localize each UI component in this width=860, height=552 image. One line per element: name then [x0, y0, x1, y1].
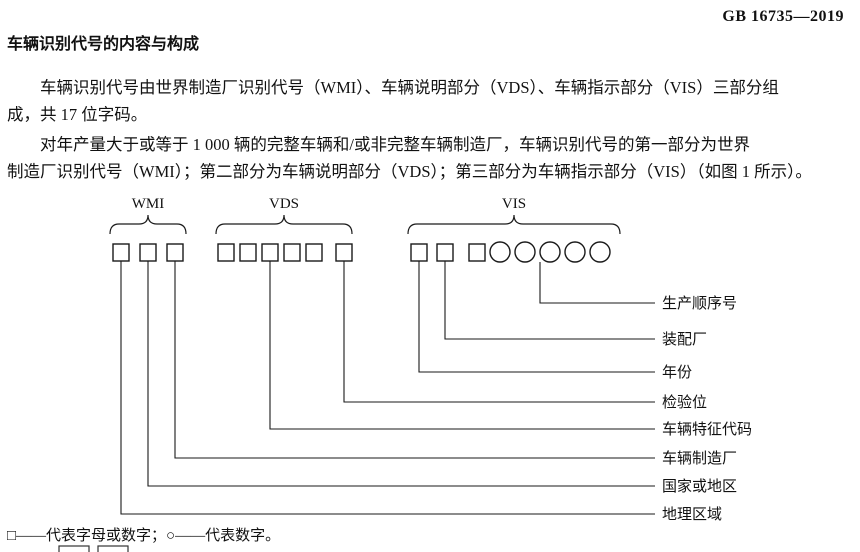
sequence-digit-circle: [539, 241, 561, 263]
wmi-group-label: WMI: [132, 196, 165, 212]
callout-label-assembly-plant: 装配厂: [662, 331, 707, 348]
callouts: 生产顺序号 装配厂 年份 检验位 车辆特征代码 车辆制造厂 国家或地区 地理区域: [120, 261, 752, 523]
paragraph-1: 车辆识别代号由世界制造厂识别代号（WMI）、车辆说明部分（VDS）、车辆指示部分…: [7, 74, 849, 128]
callout-line-assembly-plant: [444, 261, 655, 340]
sequence-digit-circle: [589, 241, 611, 263]
vds-group: VDS: [215, 196, 353, 262]
vds-char-box: [283, 243, 301, 262]
callout-label-check-digit: 检验位: [662, 394, 707, 411]
vds-char-box: [217, 243, 235, 262]
callout-label-vehicle-descriptor: 车辆特征代码: [662, 421, 752, 438]
paragraph-line: 成，共 17 位字码。: [7, 105, 148, 124]
callout-line-production-sequence: [539, 262, 655, 304]
sequence-digit-circle: [564, 241, 586, 263]
callout-label-geographic-area: 地理区域: [662, 506, 722, 523]
vis-overbrace: [407, 214, 621, 235]
cropped-box: [97, 545, 129, 552]
section-heading: 车辆识别代号的内容与构成: [7, 36, 200, 53]
sequence-digit-circle: [514, 241, 536, 263]
legend-note: □——代表字母或数字；○——代表数字。: [7, 528, 281, 544]
paragraph-2: 对年产量大于或等于 1 000 辆的完整车辆和/或非完整车辆制造厂，车辆识别代号…: [7, 131, 849, 185]
vds-group-label: VDS: [269, 196, 299, 212]
wmi-char-box: [166, 243, 184, 262]
callout-line-check-digit: [343, 261, 655, 403]
callout-line-country-region: [147, 261, 655, 487]
paragraph-line: 制造厂识别代号（WMI）；第二部分为车辆说明部分（VDS）；第三部分为车辆指示部…: [7, 162, 812, 181]
wmi-overbrace: [109, 214, 187, 235]
vds-overbrace: [215, 214, 353, 235]
check-digit-box: [335, 243, 353, 262]
vds-char-box: [305, 243, 323, 262]
callout-label-country-region: 国家或地区: [662, 478, 737, 495]
callout-line-year: [418, 261, 655, 373]
callout-line-vehicle-descriptor: [269, 261, 655, 430]
cropped-box: [58, 545, 90, 552]
vis-group: VIS: [407, 196, 621, 263]
figure-1-vin-structure-diagram: WMI VDS VIS: [109, 196, 752, 523]
callout-label-manufacturer: 车辆制造厂: [662, 450, 737, 467]
paragraph-line: 车辆识别代号由世界制造厂识别代号（WMI）、车辆说明部分（VDS）、车辆指示部分…: [40, 78, 779, 97]
vds-char-box: [261, 243, 279, 262]
sequence-char-box: [468, 243, 486, 262]
standard-number: GB 16735—2019: [722, 8, 844, 25]
vis-char-box: [410, 243, 428, 262]
wmi-char-box: [112, 243, 130, 262]
callout-label-year: 年份: [662, 364, 692, 381]
callout-line-manufacturer: [174, 261, 655, 459]
vis-char-box: [436, 243, 454, 262]
vds-char-box: [239, 243, 257, 262]
vis-group-label: VIS: [502, 196, 526, 212]
wmi-group: WMI: [109, 196, 187, 262]
sequence-digit-circle: [489, 241, 511, 263]
paragraph-line: 对年产量大于或等于 1 000 辆的完整车辆和/或非完整车辆制造厂，车辆识别代号…: [40, 135, 750, 154]
wmi-char-box: [139, 243, 157, 262]
callout-line-geographic-area: [120, 261, 655, 515]
callout-label-production-sequence: 生产顺序号: [662, 295, 737, 312]
cropped-page-bottom-artifact: [58, 545, 129, 552]
